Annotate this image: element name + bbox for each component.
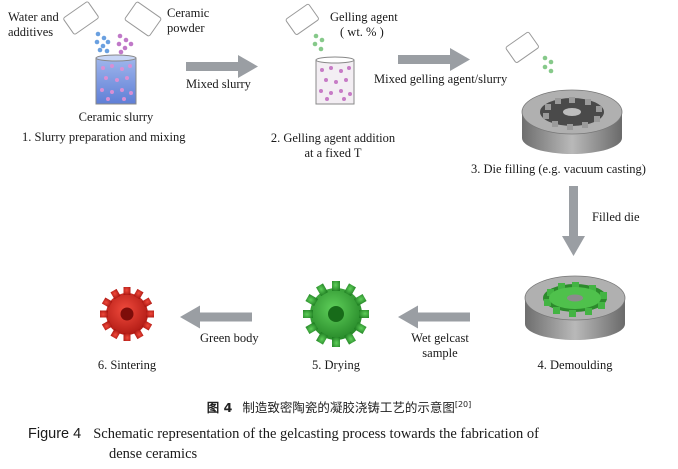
drying-gear-icon (303, 281, 369, 347)
arrow4-label-line1: Wet gelcast (411, 331, 469, 345)
powder-drops-icon (116, 33, 134, 55)
caption-cn-text: 制造致密陶瓷的凝胶浇铸工艺的示意图 (242, 400, 455, 415)
demould-gear-icon (524, 275, 626, 340)
arrow1-label: Mixed slurry (186, 77, 251, 91)
ceramic-slurry-label: Ceramic slurry (78, 110, 154, 124)
gel-drops-icon (312, 33, 325, 52)
water-cup-icon (63, 1, 99, 35)
caption-cn-ref: [20] (454, 399, 472, 409)
caption-cn: 图 4 制造致密陶瓷的凝胶浇铸工艺的示意图[20] (0, 397, 678, 416)
powder-cup-icon (124, 1, 162, 37)
stage2-title-line1: 2. Gelling agent addition (270, 131, 396, 145)
gelling-label-line1: Gelling agent (330, 10, 398, 24)
stage3-title: 3. Die filling (e.g. vacuum casting) (471, 162, 646, 176)
sintered-gear-icon (100, 287, 154, 341)
arrow3-label: Filled die (592, 210, 640, 224)
water-drops-icon (94, 31, 111, 54)
stage6-title: 6. Sintering (97, 358, 157, 372)
die-cup-icon (505, 31, 539, 63)
arrow4-label-line2: sample (422, 346, 458, 360)
arrow-filled-die (562, 186, 585, 256)
caption-en-line1: Schematic representation of the gelcasti… (93, 426, 539, 442)
stage1-title: 1. Slurry preparation and mixing (22, 130, 186, 144)
ceramic-label-line2: powder (167, 21, 205, 35)
water-label-line1: Water and (8, 10, 59, 24)
stage5-title: 5. Drying (312, 358, 360, 372)
slurry-beaker-icon (95, 54, 137, 105)
caption-en-label: Figure 4 (28, 426, 82, 442)
gel-beaker-icon (315, 56, 355, 105)
die-drops-icon (542, 55, 554, 74)
arrow-wet-gelcast (398, 305, 470, 329)
gel-cup-icon (285, 3, 319, 35)
caption-cn-label: 图 4 (206, 400, 233, 415)
arrow-mixed-gelling (398, 48, 470, 71)
arrow5-label: Green body (200, 331, 259, 345)
process-diagram (63, 1, 626, 347)
caption-en: Figure 4 Schematic representation of the … (28, 424, 648, 464)
caption-en-line2: dense ceramics (109, 446, 198, 462)
gelling-label-line2: ( wt. % ) (340, 25, 384, 39)
arrow2-label: Mixed gelling agent/slurry (374, 72, 508, 86)
ceramic-label-line1: Ceramic (167, 6, 210, 20)
water-label-line2: additives (8, 25, 54, 39)
stage2-title-line2: at a fixed T (304, 146, 362, 160)
arrow-green-body (180, 305, 252, 329)
arrow-mixed-slurry (186, 55, 258, 78)
stage4-title: 4. Demoulding (537, 358, 613, 372)
die-mould-icon (521, 89, 623, 154)
